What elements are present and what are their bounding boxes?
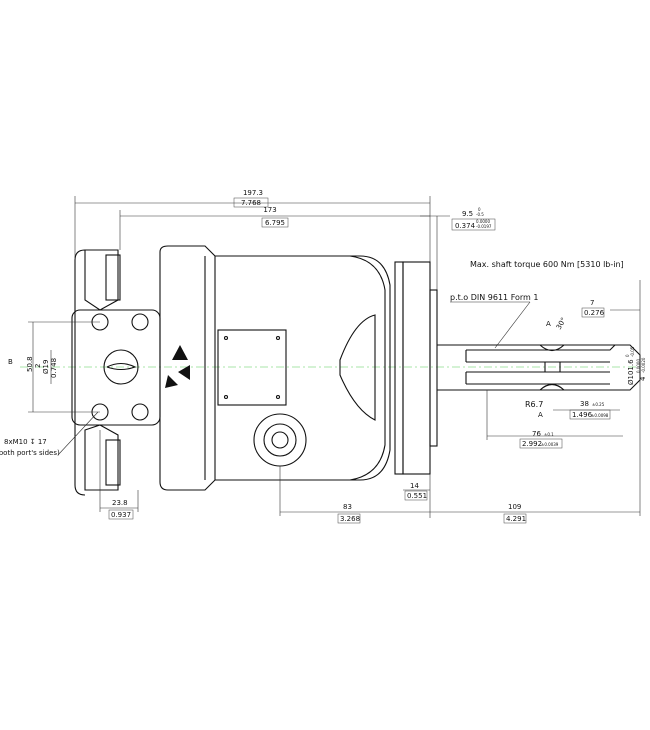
dim-text: 0.374 [455, 222, 476, 230]
tol-text: ±0.0039 [541, 442, 559, 447]
dim-text: 0.748 [50, 358, 58, 378]
tol-text: ±0.1 [544, 432, 554, 437]
rear-cover [71, 249, 161, 496]
section-b-label: B [8, 358, 13, 366]
tol-text: ±0.25 [592, 402, 605, 407]
dimension-port-to-flange: 83 3.268 [279, 466, 430, 524]
dimension-body-length: 173 6.795 [119, 206, 430, 250]
dim-text: 0.551 [407, 492, 427, 500]
dim-text: 6.795 [265, 219, 285, 227]
splined-shaft [437, 344, 641, 391]
dim-text: 3.268 [340, 515, 360, 523]
dimension-port-spacing: B 50.8 2 Ø19 0.748 [8, 321, 100, 413]
dimension-flange-to-end: 109 4.291 [430, 280, 641, 524]
dimension-shaft-diameter: Ø101.6 0 -0.05 4 0.0000 -0.0020 [625, 346, 647, 385]
pto-note: p.t.o DIN 9611 Form 1 [450, 293, 538, 302]
tol-text: -0.0020 [641, 357, 646, 373]
dim-text: Ø19 [42, 360, 50, 374]
dim-text: 173 [263, 206, 276, 214]
dim-text: 4 [639, 376, 647, 381]
dimension-flange-thickness: 14 0.551 [403, 474, 431, 518]
dim-text: 14 [410, 482, 419, 490]
dim-text: 4.291 [506, 515, 526, 523]
section-a-label: A [538, 411, 543, 419]
cover-plate [217, 329, 287, 406]
dim-text: Ø101.6 [627, 359, 635, 385]
tol-text: ±0.0098 [591, 413, 609, 418]
dimension-pilot-depth: 9.5 0 -0.5 0.374 0.0000 -0.0197 [420, 207, 496, 290]
dim-text: 0.276 [584, 309, 605, 317]
dimension-key-width: 7 0.276 [581, 299, 640, 318]
dim-text: 197.3 [243, 189, 263, 197]
port-bolt-hole [131, 313, 149, 331]
thread-note: 8xM10 ↧ 17 [4, 438, 47, 446]
tol-text: 0 [625, 354, 630, 357]
tol-text: 0.0000 [476, 219, 490, 224]
dim-text: 23.8 [112, 499, 128, 507]
section-a-label: A [546, 320, 551, 328]
dim-text: 7.768 [241, 199, 261, 207]
thread-note: (both port's sides) [0, 449, 60, 457]
dim-text: 76 [532, 430, 541, 438]
dim-text: 2 [34, 364, 42, 368]
torque-note: Max. shaft torque 600 Nm [5310 lb-in] [470, 260, 624, 269]
tol-text: -0.5 [476, 212, 484, 217]
dim-text: 9.5 [462, 210, 473, 218]
tol-text: 0.0000 [636, 359, 641, 373]
dim-text: 38 [580, 400, 589, 408]
mounting-flange [394, 261, 438, 475]
port-fitting [253, 413, 307, 467]
dim-text: 2.992 [522, 440, 542, 448]
dim-text: 0.937 [111, 511, 131, 519]
pump-body [159, 245, 391, 491]
dimension-shaft-length: 76 ±0.1 2.992 ±0.0039 [486, 390, 623, 449]
tol-text: -0.0197 [476, 224, 492, 229]
dimension-port-offset: 23.8 0.937 [99, 430, 139, 520]
port-bolt-hole [131, 403, 149, 421]
dim-text: 1.496 [572, 411, 593, 419]
port-opening [103, 349, 139, 385]
dim-text: 50.8 [26, 356, 34, 372]
tol-text: 0 [478, 207, 481, 212]
dim-text: 7 [590, 299, 594, 307]
dimension-groove-distance: 38 ±0.25 1.496 ±0.0098 [553, 400, 620, 420]
dim-text: 83 [343, 503, 352, 511]
dimension-overall-length: 197.3 7.768 [74, 189, 431, 262]
dim-text: 109 [508, 503, 521, 511]
sai-logo [165, 345, 190, 388]
radius-text: R6.7 [525, 400, 543, 409]
tol-text: -0.05 [630, 346, 635, 357]
angle-text: 30° [555, 316, 568, 331]
